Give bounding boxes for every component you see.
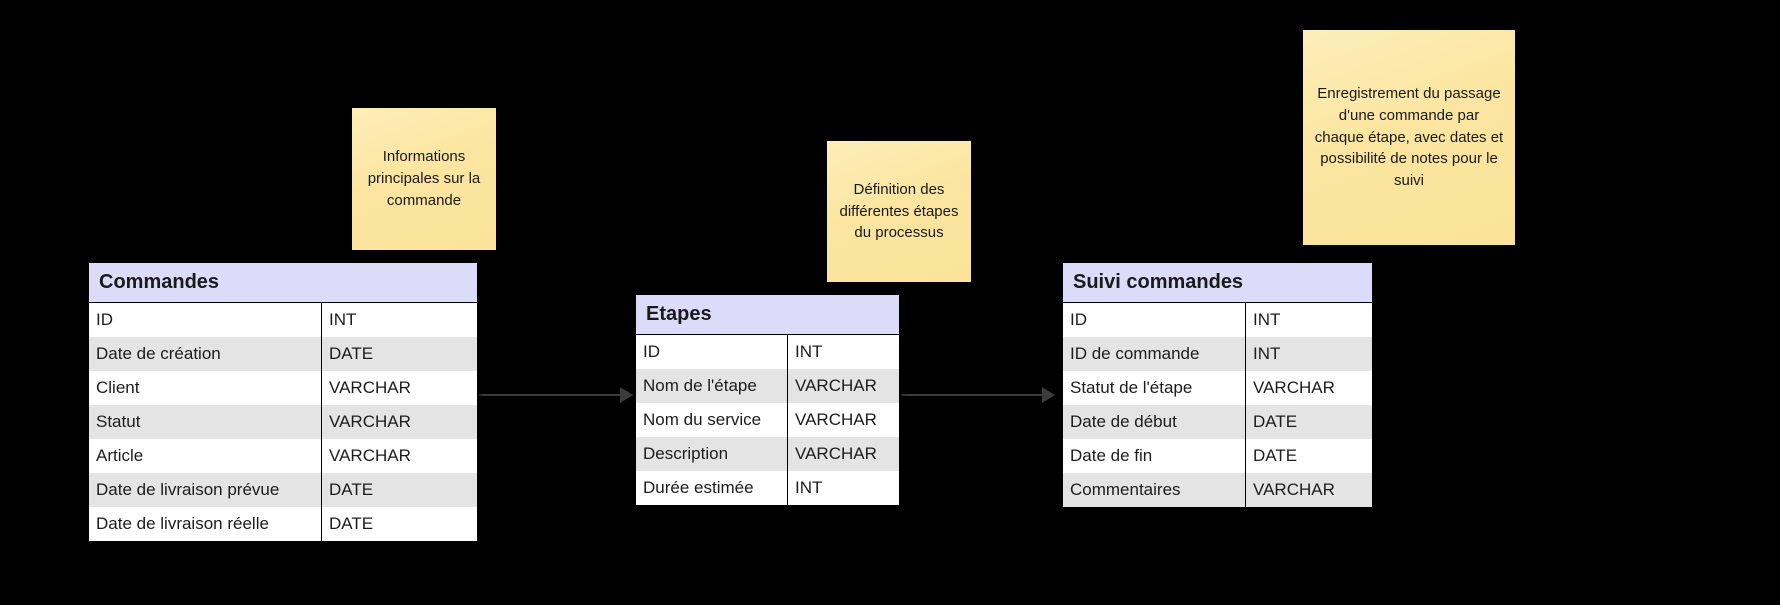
attribute-type: VARCHAR: [329, 378, 411, 397]
connector-etapes-to-suivi-line: [901, 394, 1043, 396]
attribute-type: INT: [795, 478, 823, 497]
attribute-name: ID: [1063, 303, 1246, 337]
table-row: Statut de l'étape VARCHAR: [1063, 371, 1372, 405]
sticky-note-suivi-commandes[interactable]: Enregistrement du passage d'une commande…: [1303, 30, 1515, 245]
attribute-name: Statut de l'étape: [1063, 371, 1246, 405]
attribute-name: ID de commande: [1063, 337, 1246, 371]
attribute-name: Date de livraison réelle: [89, 507, 322, 541]
table-row: Date de début DATE: [1063, 405, 1372, 439]
attribute-type: DATE: [1253, 446, 1298, 465]
attribute-name: Nom de l'étape: [636, 369, 788, 403]
attribute-name: Date de création: [89, 337, 322, 371]
table-row: ID de commande INT: [1063, 337, 1372, 371]
table-row: Date de fin DATE: [1063, 439, 1372, 473]
table-row: Description VARCHAR: [636, 437, 899, 471]
entity-title-commandes: Commandes: [89, 263, 477, 303]
table-row: Date de livraison prévue DATE: [89, 473, 477, 507]
sticky-note-text: Informations principales sur la commande: [367, 148, 481, 209]
sticky-note-commandes[interactable]: Informations principales sur la commande: [352, 108, 496, 250]
attribute-name: Nom du service: [636, 403, 788, 437]
connector-commandes-to-etapes-arrowhead-icon: [620, 387, 633, 403]
sticky-note-etapes[interactable]: Définition des différentes étapes du pro…: [827, 141, 971, 282]
attribute-name: Description: [636, 437, 788, 471]
table-row: Durée estimée INT: [636, 471, 899, 505]
attribute-name: Durée estimée: [636, 471, 788, 505]
attribute-name: Statut: [89, 405, 322, 439]
attribute-name: Article: [89, 439, 322, 473]
attribute-type: DATE: [329, 480, 374, 499]
connector-commandes-to-etapes-line: [479, 394, 621, 396]
table-row: Client VARCHAR: [89, 371, 477, 405]
attribute-type: VARCHAR: [795, 444, 877, 463]
attribute-name: ID: [636, 335, 788, 369]
entity-table-etapes[interactable]: Etapes ID INT Nom de l'étape VARCHAR Nom…: [635, 294, 900, 506]
table-row: ID INT: [636, 335, 899, 369]
table-row: Statut VARCHAR: [89, 405, 477, 439]
entity-title-suivi-commandes: Suivi commandes: [1063, 263, 1372, 303]
table-row: Article VARCHAR: [89, 439, 477, 473]
attribute-type: VARCHAR: [795, 376, 877, 395]
attribute-name: Date de fin: [1063, 439, 1246, 473]
table-row: Nom du service VARCHAR: [636, 403, 899, 437]
attribute-type: INT: [1253, 310, 1281, 329]
sticky-note-text: Enregistrement du passage d'une commande…: [1314, 85, 1504, 190]
connector-etapes-to-suivi-arrowhead-icon: [1042, 387, 1055, 403]
attribute-type: DATE: [329, 344, 374, 363]
entity-table-suivi-commandes[interactable]: Suivi commandes ID INT ID de commande IN…: [1062, 262, 1373, 508]
attribute-type: VARCHAR: [1253, 378, 1335, 397]
attribute-type: DATE: [329, 514, 374, 533]
attribute-name: Commentaires: [1063, 473, 1246, 507]
attribute-type: INT: [329, 310, 357, 329]
attribute-name: Date de début: [1063, 405, 1246, 439]
attribute-name: ID: [89, 303, 322, 337]
table-row: Date de livraison réelle DATE: [89, 507, 477, 541]
table-row: Nom de l'étape VARCHAR: [636, 369, 899, 403]
attribute-type: VARCHAR: [329, 446, 411, 465]
attribute-type: VARCHAR: [329, 412, 411, 431]
table-row: ID INT: [1063, 303, 1372, 337]
attribute-type: VARCHAR: [795, 410, 877, 429]
table-row: ID INT: [89, 303, 477, 337]
attribute-type: DATE: [1253, 412, 1298, 431]
entity-table-commandes[interactable]: Commandes ID INT Date de création DATE C…: [88, 262, 478, 542]
attribute-type: INT: [1253, 344, 1281, 363]
attribute-name: Date de livraison prévue: [89, 473, 322, 507]
attribute-type: VARCHAR: [1253, 480, 1335, 499]
table-row: Date de création DATE: [89, 337, 477, 371]
entity-title-etapes: Etapes: [636, 295, 899, 335]
attribute-name: Client: [89, 371, 322, 405]
sticky-note-text: Définition des différentes étapes du pro…: [839, 180, 959, 242]
table-row: Commentaires VARCHAR: [1063, 473, 1372, 507]
attribute-type: INT: [795, 342, 823, 361]
